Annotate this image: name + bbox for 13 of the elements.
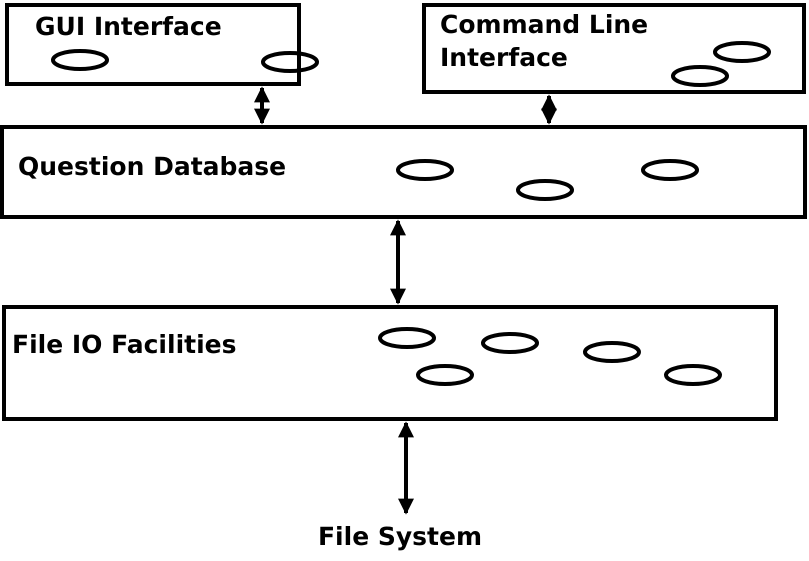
process-box xyxy=(2,305,778,421)
process-box xyxy=(0,125,807,219)
process-box xyxy=(422,3,806,94)
double-arrow xyxy=(254,86,270,125)
process-box xyxy=(5,3,301,86)
double-arrow xyxy=(398,421,414,515)
double-arrow xyxy=(390,219,406,305)
node-label: File System xyxy=(318,520,482,553)
box-title: Question Database xyxy=(18,151,286,183)
box-title: File IO Facilities xyxy=(12,329,236,361)
box-title: Command Line Interface xyxy=(440,9,650,74)
double-arrow xyxy=(541,94,557,125)
box-title: GUI Interface xyxy=(35,11,222,43)
